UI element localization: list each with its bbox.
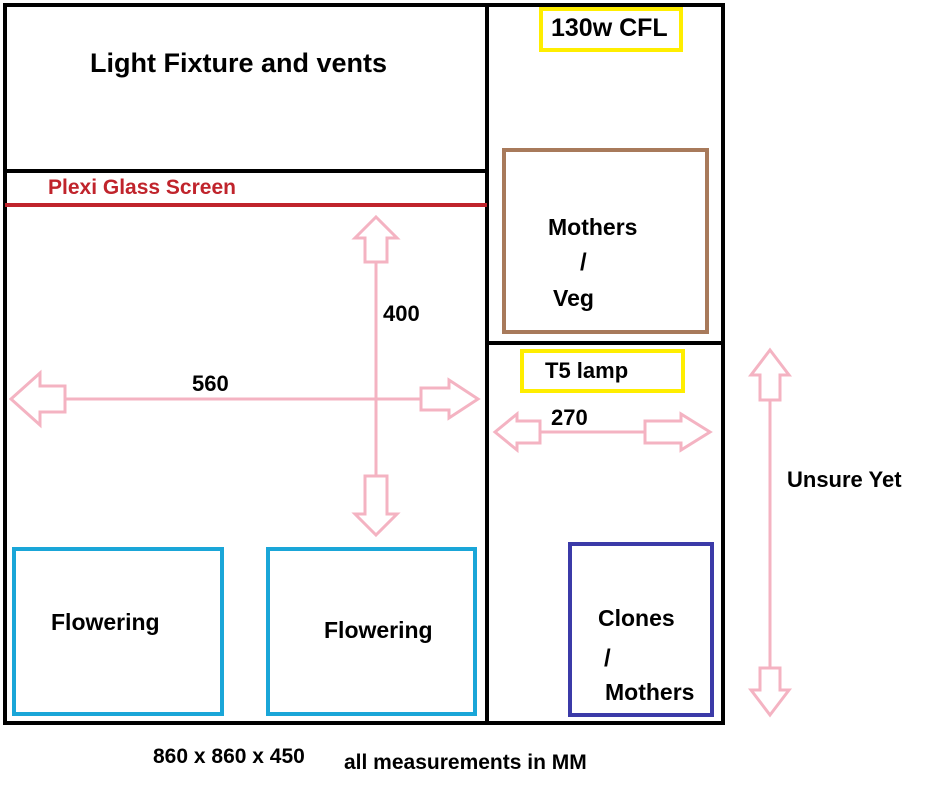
mothers-veg-line1: Mothers: [548, 214, 638, 240]
mothers-veg-line3: Veg: [553, 285, 594, 311]
cabinet-outline: [3, 3, 725, 725]
footer-dimensions: 860 x 860 x 450: [153, 745, 305, 768]
flowering-left-label: Flowering: [51, 609, 160, 635]
width-side-arrow-icon: [492, 410, 713, 454]
cfl-label-box: [539, 7, 683, 52]
mothers-veg-line2: /: [580, 249, 587, 276]
flowering-right-label: Flowering: [324, 617, 433, 643]
t5-lamp-box: [520, 349, 685, 393]
mothers-veg-box: [502, 148, 709, 334]
width-side-dimension-label: 270: [551, 405, 588, 430]
height-dimension-label: 400: [383, 301, 420, 326]
footer-units-note: all measurements in MM: [344, 751, 587, 774]
height-arrow-icon: [351, 214, 401, 538]
flowering-left-box: [12, 547, 224, 716]
width-main-dimension-label: 560: [192, 371, 229, 396]
width-main-arrow-icon: [8, 369, 481, 429]
light-fixture-label: Light Fixture and vents: [90, 48, 388, 78]
flowering-right-box: [266, 547, 477, 716]
clones-mothers-box: [568, 542, 714, 717]
t5-lamp-label: T5 lamp: [545, 358, 629, 383]
cfl-label: 130w CFL: [551, 14, 668, 42]
plexi-screen-label: Plexi Glass Screen: [48, 176, 236, 199]
clones-mothers-line3: Mothers: [605, 679, 695, 705]
unsure-height-arrow-icon: [747, 347, 793, 718]
unsure-yet-label: Unsure Yet: [787, 467, 902, 492]
clones-mothers-line1: Clones: [598, 605, 675, 631]
clones-mothers-line2: /: [604, 645, 611, 672]
